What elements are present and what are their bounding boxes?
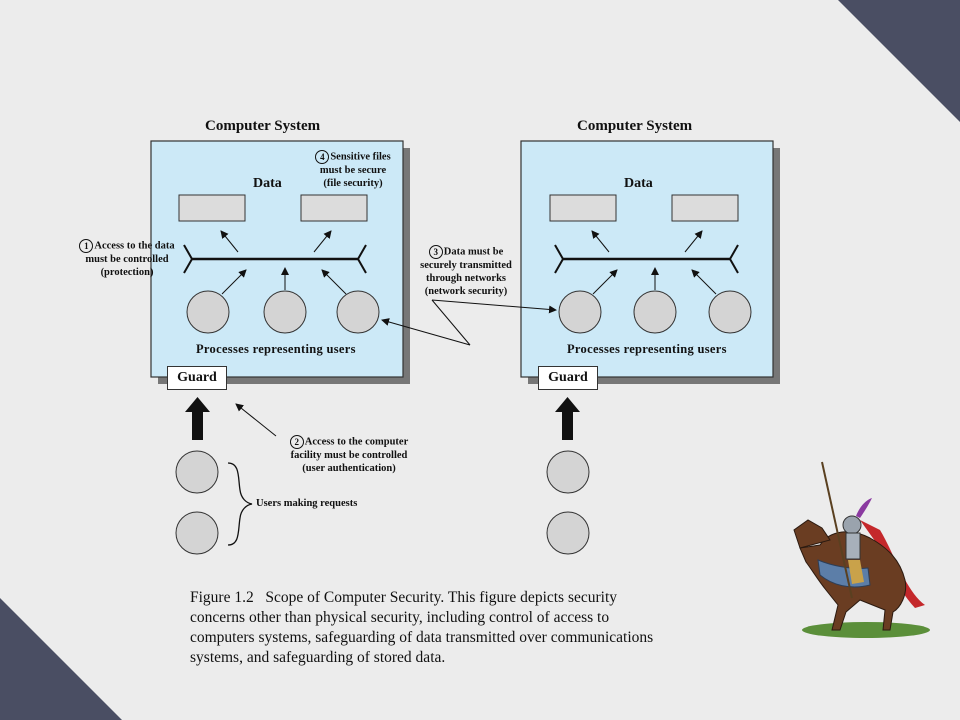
callout-4-line-2: must be secure (319, 165, 387, 176)
left-data-file-1 (178, 194, 246, 222)
network-line-to-right (431, 299, 557, 314)
left-guard-label: Guard (167, 366, 227, 390)
right-arrow-to-file-2 (684, 230, 703, 253)
figure-caption: Figure 1.2 Scope of Computer Security. T… (190, 589, 654, 666)
callout-3-line-3: through networks (425, 273, 507, 284)
right-user-1 (546, 450, 590, 494)
right-processes-label: Processes representing users (567, 342, 727, 356)
left-process-3 (336, 290, 380, 334)
right-data-file-2 (671, 194, 739, 222)
right-data-label: Data (624, 176, 653, 191)
left-entry-arrow (185, 397, 210, 440)
callout-4-number: 4 (315, 150, 330, 164)
callout-3-line-2: securely transmitted (420, 260, 512, 271)
left-arrow-proc-3 (321, 269, 347, 295)
right-arrow-proc-3 (691, 269, 717, 295)
left-system-title: Computer System (205, 118, 321, 134)
callout-2-line-3: (user authentication) (302, 463, 396, 474)
users-making-requests-label: Users making requests (256, 498, 358, 509)
callout-3-number: 3 (428, 245, 443, 259)
left-arrow-to-file-1 (220, 230, 239, 253)
right-guard-label: Guard (538, 366, 598, 390)
right-arrow-proc-1 (592, 269, 618, 295)
callout-1-line-1: Access to the data (94, 240, 175, 252)
right-bus-end-right (728, 244, 739, 274)
network-line-to-left (381, 318, 471, 346)
left-user-2 (175, 511, 219, 555)
right-entry-arrow (555, 397, 580, 440)
left-data-label: Data (253, 176, 282, 191)
callout-1-line-2: must be controlled (85, 254, 169, 265)
left-process-2 (263, 290, 307, 334)
callout-2-number: 2 (289, 435, 304, 449)
callout-4-line-1: Sensitive files (330, 151, 391, 163)
right-arrow-to-file-1 (591, 230, 610, 253)
left-processes-label: Processes representing users (196, 342, 356, 356)
right-process-2 (633, 290, 677, 334)
callout-2-line-1: Access to the computer (304, 436, 409, 448)
right-user-2 (546, 511, 590, 555)
auth-pointer-arrow (235, 403, 277, 437)
users-brace (227, 462, 253, 546)
right-process-3 (708, 290, 752, 334)
left-bus-end-right (356, 244, 367, 274)
callout-3-line-4: (network security) (424, 286, 508, 297)
left-process-1 (186, 290, 230, 334)
left-data-file-2 (300, 194, 368, 222)
right-process-1 (558, 290, 602, 334)
knight-icon (793, 461, 930, 638)
left-bus-end-left (183, 244, 194, 274)
right-system-title: Computer System (577, 118, 693, 134)
right-data-file-1 (549, 194, 617, 222)
callout-1-line-3: (protection) (100, 267, 154, 278)
network-line-join (431, 299, 471, 346)
callout-4-line-3: (file security) (323, 178, 383, 189)
right-bus-end-left (554, 244, 565, 274)
left-arrow-proc-1 (221, 269, 247, 295)
callout-2-line-2: facility must be controlled (290, 450, 408, 461)
callout-1-number: 1 (79, 239, 94, 253)
left-user-1 (175, 450, 219, 494)
callout-3-line-1: Data must be (443, 246, 504, 258)
left-arrow-to-file-2 (313, 230, 332, 253)
